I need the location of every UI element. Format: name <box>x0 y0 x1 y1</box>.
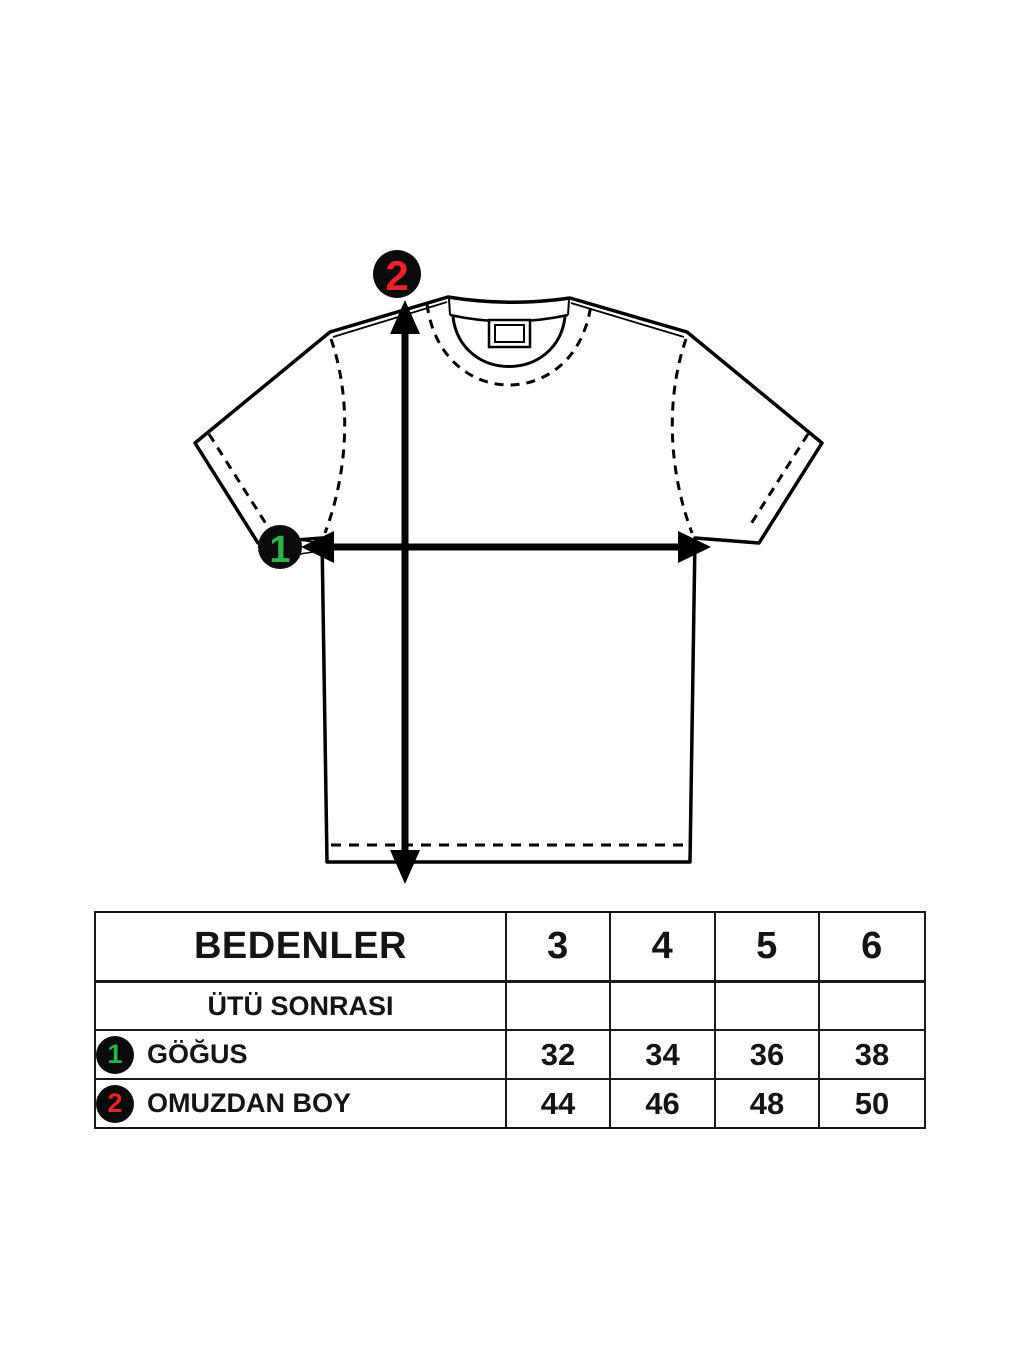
cell-value <box>714 980 820 1031</box>
cell-value <box>505 980 611 1031</box>
size-column-3: 3 <box>505 911 611 983</box>
collar-band-side-right <box>567 299 570 316</box>
neckline-curve <box>451 316 567 368</box>
tshirt-outline-icon <box>193 295 824 864</box>
table-title: BEDENLER <box>94 911 507 983</box>
length-arrow-icon <box>390 300 420 884</box>
cell-value: 38 <box>818 1029 926 1080</box>
cell-value: 32 <box>505 1029 611 1080</box>
measure-1-number: 1 <box>269 529 290 571</box>
row-label-after-ironing: ÜTÜ SONRASI <box>94 980 507 1031</box>
cell-value: 46 <box>609 1078 716 1129</box>
cuff-stitch-left <box>207 433 270 528</box>
measure-1-badge: 1 <box>96 1035 134 1074</box>
measure-2-number: 2 <box>385 252 408 299</box>
size-column-4: 4 <box>609 911 716 983</box>
measure-1-badge: 1 <box>258 525 302 571</box>
size-column-6: 6 <box>818 911 926 983</box>
cell-value: 48 <box>714 1078 820 1129</box>
label-tag-inner <box>494 324 525 343</box>
chest-arrow-icon <box>301 531 711 563</box>
size-table: BEDENLER 3 4 5 6 ÜTÜ SONRASI 1 GÖĞUS 32 … <box>94 911 926 1129</box>
measure-2-badge: 2 <box>373 250 421 299</box>
size-column-5: 5 <box>714 911 820 983</box>
table-header-row: BEDENLER 3 4 5 6 <box>94 911 926 983</box>
row-label-text: OMUZDAN BOY <box>147 1088 351 1118</box>
armhole-stitch-left <box>323 338 347 534</box>
row-label-shoulder-length: 2 OMUZDAN BOY <box>94 1078 507 1129</box>
cell-value <box>609 980 716 1031</box>
cell-value: 50 <box>818 1078 926 1129</box>
table-row-chest: 1 GÖĞUS 32 34 36 38 <box>94 1029 926 1080</box>
table-row-shoulder-length: 2 OMUZDAN BOY 44 46 48 50 <box>94 1078 926 1129</box>
cuff-stitch-right <box>747 433 810 528</box>
cell-value: 34 <box>609 1029 716 1080</box>
cell-value <box>818 980 926 1031</box>
measure-2-badge: 2 <box>96 1084 134 1123</box>
armhole-stitch-right <box>670 338 694 534</box>
row-label-text: GÖĞUS <box>147 1039 248 1069</box>
neck-stitch-dashed <box>425 303 593 387</box>
row-label-chest: 1 GÖĞUS <box>94 1029 507 1080</box>
cell-value: 36 <box>714 1029 820 1080</box>
table-row-after-ironing: ÜTÜ SONRASI <box>94 980 926 1031</box>
collar-band-side-left <box>448 298 451 316</box>
cell-value: 44 <box>505 1078 611 1129</box>
